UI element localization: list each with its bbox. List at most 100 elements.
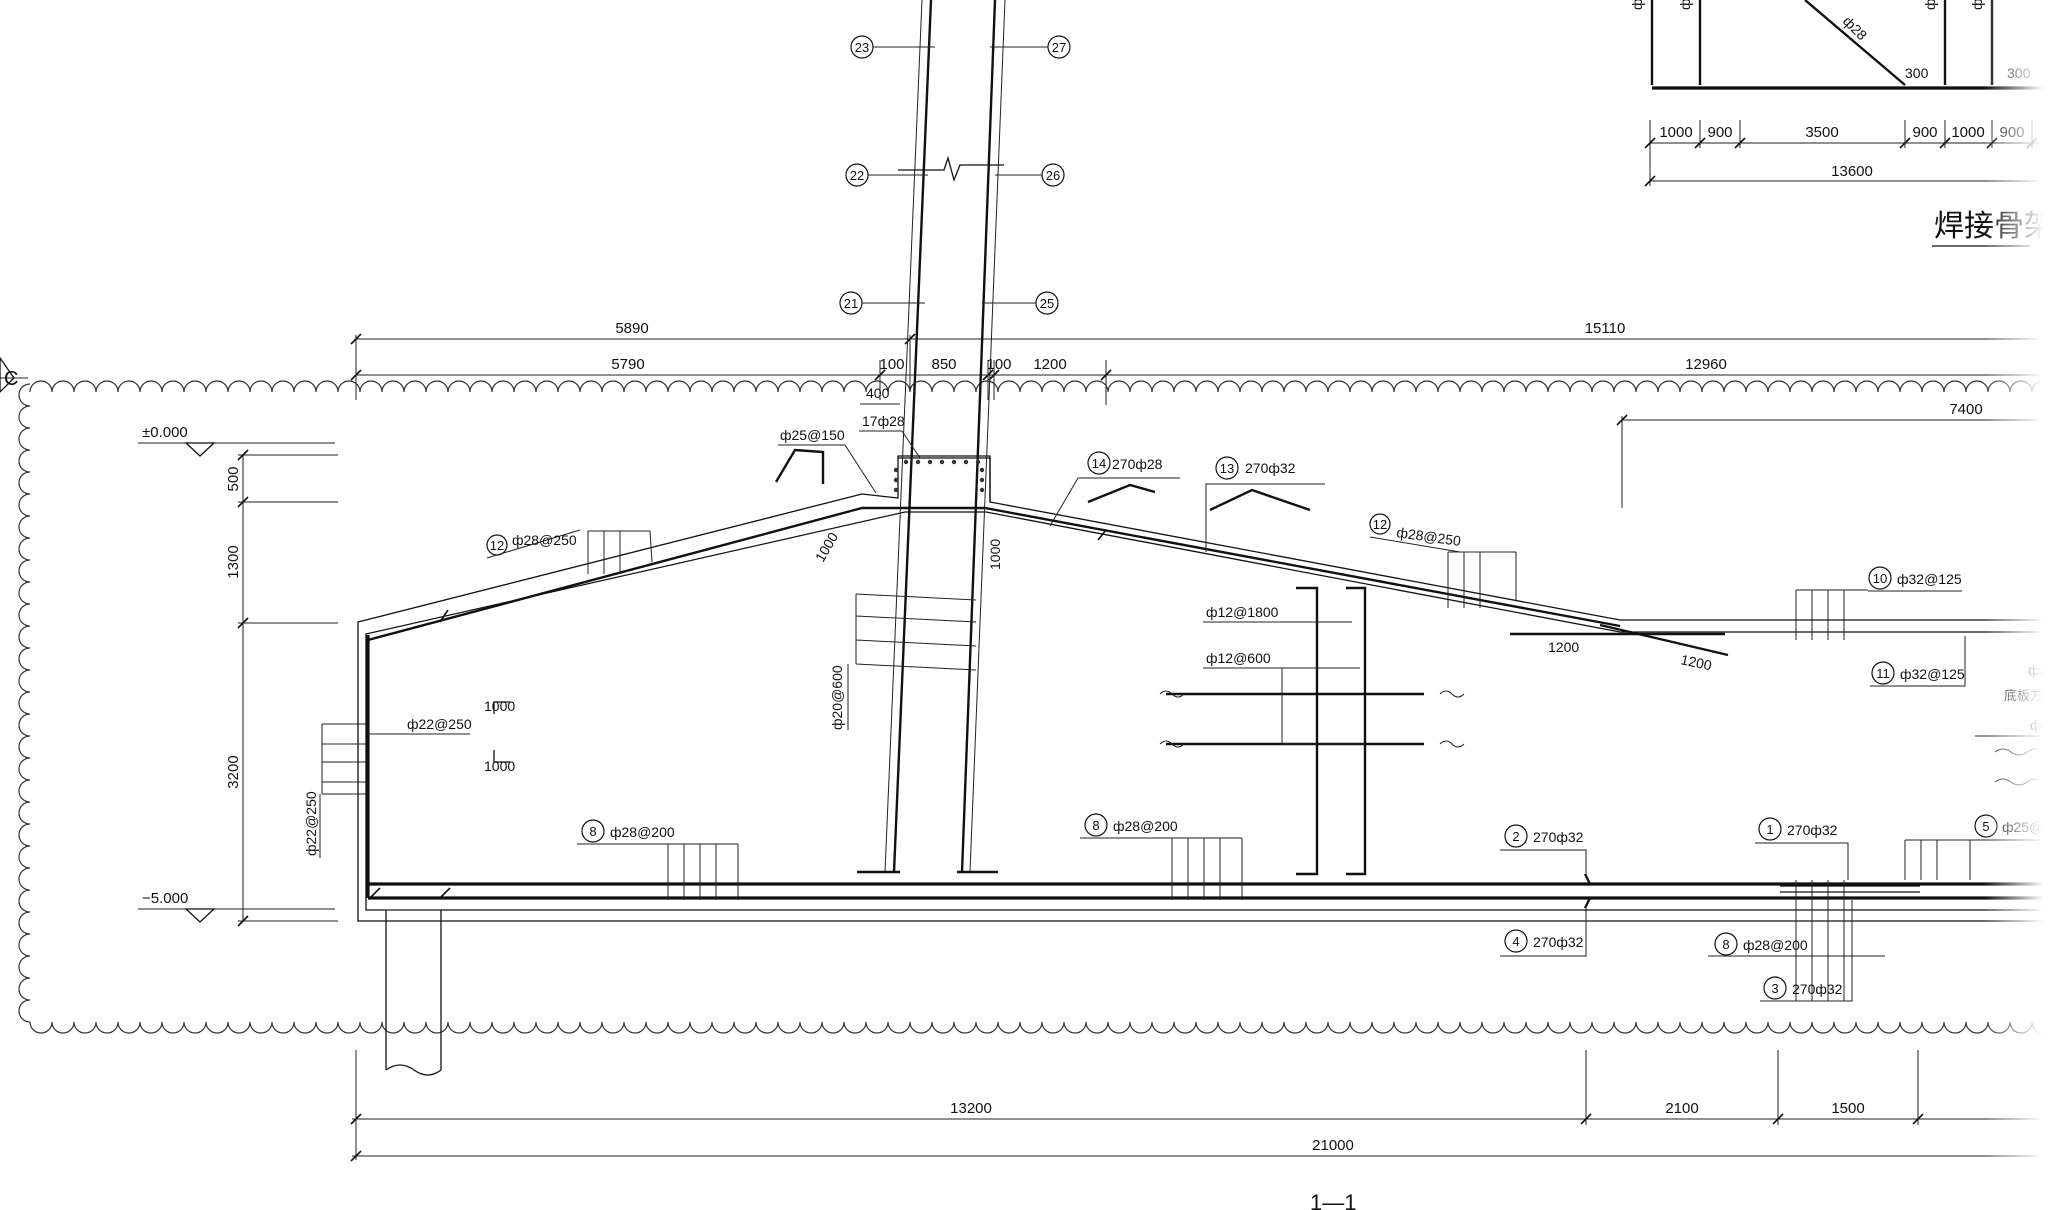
callout-23: 23 — [850, 35, 935, 59]
structure-outline — [357, 455, 2054, 922]
dim-bottom-1500: 1500 — [1831, 1100, 1864, 1117]
svg-text:8: 8 — [1092, 818, 1099, 833]
top-dimensions: 5890 15110 5790 100 850 100 1200 12960 7… — [350, 320, 2054, 508]
svg-text:2: 2 — [1512, 829, 1519, 844]
label-25-150: ф25@150 — [780, 427, 845, 443]
frame-dim: 900 — [1912, 124, 1937, 141]
rebar-dot — [927, 459, 933, 465]
svg-text:27: 27 — [1052, 40, 1066, 55]
grid-line — [855, 663, 977, 671]
frame-label: 300 — [2007, 65, 2031, 81]
callout-2: 2 270ф32 — [1500, 824, 1587, 874]
label-12-1800: ф12@1800 — [1206, 604, 1279, 620]
callout-12-left: 12 ф28@250 — [486, 529, 581, 559]
frame-total-dim: 13600 — [1831, 163, 1873, 180]
svg-text:21: 21 — [844, 296, 858, 311]
svg-text:1: 1 — [1766, 822, 1773, 837]
svg-text:22: 22 — [850, 168, 864, 183]
callout-4: 4 270ф32 — [1500, 908, 1587, 957]
dim-slope-1000-right: 1000 — [987, 539, 1003, 570]
dim-bottom-total: 21000 — [1312, 1137, 1354, 1154]
svg-text:10: 10 — [1873, 571, 1887, 586]
svg-text:23: 23 — [855, 40, 869, 55]
dim-gap: 100 — [986, 356, 1011, 373]
dim-left-3200: 3200 — [225, 755, 242, 788]
callout-1: 1 270ф32 — [1755, 817, 1849, 880]
dim-right: 12960 — [1685, 356, 1727, 373]
svg-text:8: 8 — [589, 824, 596, 839]
callout-8-mid: 8 ф28@200 — [1080, 813, 1190, 839]
label-22-250: ф22@250 — [407, 716, 472, 732]
frame-dim: 1000 — [1951, 124, 1984, 141]
callout-27: 27 — [990, 35, 1071, 59]
axis-marker: C — [0, 356, 28, 393]
rebar-dot — [963, 459, 969, 465]
rebar-dot — [951, 459, 957, 465]
callout-11: 11 ф32@125 — [1870, 636, 1966, 687]
rebar-dot — [893, 467, 899, 473]
welded-frame-detail: ф2 ф2 ф28 300 ф2 ф2 300 1000 900 3500 90… — [1629, 0, 2054, 247]
frame-label: ф28 — [1840, 13, 1871, 44]
svg-text:11: 11 — [1876, 666, 1890, 681]
dim-inner: 7400 — [1949, 401, 1982, 418]
svg-text:14: 14 — [1092, 456, 1106, 471]
reinforcement — [366, 0, 2054, 1076]
frame-dim: 900 — [1999, 124, 2024, 141]
frame-dim: 900 — [1707, 124, 1732, 141]
edge-label-20: ф20 — [2028, 662, 2054, 678]
callout-14: 14 270ф28 — [1049, 451, 1180, 527]
callout-5: 5 ф25@20 — [1970, 814, 2054, 841]
dim-slope-run: 1200 — [1033, 356, 1066, 373]
svg-text:12: 12 — [1373, 517, 1387, 532]
dim-mid: 850 — [931, 356, 956, 373]
svg-text:ф28@200: ф28@200 — [1113, 818, 1178, 834]
bottom-dimensions: 13200 2100 1500 21000 1—1 — [350, 1050, 2054, 1210]
callout-8-right: 8 ф28@200 — [1708, 932, 1885, 957]
svg-text:ф28@200: ф28@200 — [610, 824, 675, 840]
rebar-dot — [979, 467, 985, 473]
svg-text:5: 5 — [1982, 819, 1989, 834]
frame-label: 300 — [1905, 65, 1929, 81]
grid-line — [855, 615, 977, 623]
svg-text:ф28@200: ф28@200 — [1743, 937, 1808, 953]
svg-text:270ф32: 270ф32 — [1787, 822, 1838, 838]
rebar-dot — [979, 487, 985, 493]
edge-label-grid: 底板方格网 — [2004, 688, 2054, 703]
svg-text:270ф32: 270ф32 — [1245, 460, 1296, 476]
svg-text:26: 26 — [1046, 168, 1060, 183]
rebar-dot — [979, 477, 985, 483]
dim-left-1300: 1300 — [225, 545, 242, 578]
callout-21: 21 — [839, 291, 925, 315]
rebar-dot — [903, 459, 909, 465]
svg-text:ф32@125: ф32@125 — [1897, 571, 1962, 587]
svg-text:13: 13 — [1220, 461, 1234, 476]
frame-label: ф2 — [1922, 0, 1938, 10]
revision-cloud — [18, 380, 2054, 1034]
rebar-dot — [893, 487, 899, 493]
distribution-bars — [319, 530, 1971, 1001]
rebar-dot — [939, 459, 945, 465]
dim-slope-1000-left: 1000 — [812, 529, 842, 564]
dim-left-total: 5890 — [615, 320, 648, 337]
svg-text:3: 3 — [1771, 981, 1778, 996]
svg-text:ф28@250: ф28@250 — [1396, 524, 1462, 549]
dim-right-total: 15110 — [1585, 320, 1626, 337]
rebar-dot — [975, 459, 981, 465]
callout-10: 10 ф32@125 — [1868, 566, 1962, 592]
svg-text:4: 4 — [1512, 934, 1519, 949]
callout-13: 13 270ф32 — [1205, 456, 1325, 552]
dim-bottom-2100: 2100 — [1665, 1100, 1698, 1117]
grid-line — [649, 530, 653, 563]
svg-text:270ф32: 270ф32 — [1533, 829, 1584, 845]
stirrup-dim-1000-a: 1000 — [484, 698, 515, 714]
frame-dim: 3500 — [1805, 124, 1838, 141]
haunch-dim-1200-a: 1200 — [1548, 639, 1579, 655]
frame-label: ф2 — [1629, 0, 1645, 10]
frame-label: ф2 — [1969, 0, 1985, 10]
edge-label-12: ф12 — [2030, 717, 2054, 733]
label-20-600: ф20@600 — [829, 665, 845, 730]
svg-text:ф28@250: ф28@250 — [512, 532, 577, 548]
level-top: ±0.000 — [142, 424, 188, 441]
haunch-dim-1200-b: 1200 — [1679, 651, 1713, 673]
